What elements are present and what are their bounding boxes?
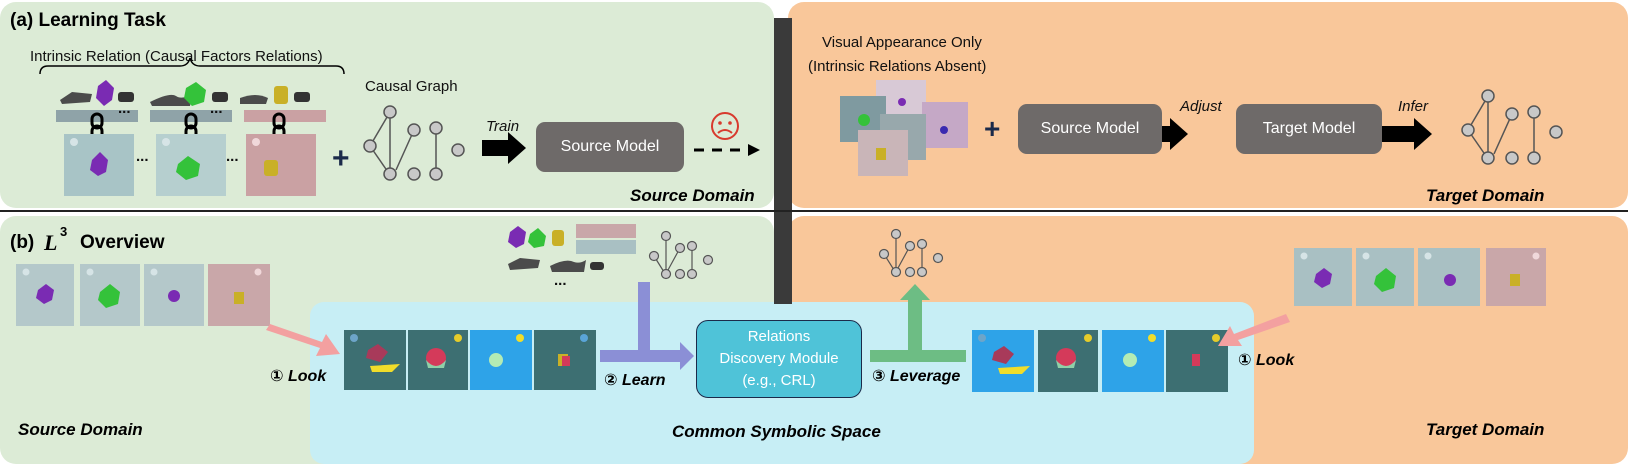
module-line2: Discovery Module — [719, 350, 839, 367]
plus-sign: + — [332, 142, 350, 175]
look-right-label: ① Look — [1238, 352, 1295, 369]
dots-4: ... — [226, 148, 239, 165]
target-model-box: Target Model — [1236, 104, 1382, 154]
look-left-label: ① Look — [270, 368, 327, 385]
learn-label: ② Learn — [604, 372, 666, 389]
overview-title-L: L — [44, 230, 58, 255]
overview-title-sup: 3 — [60, 224, 68, 239]
horizontal-divider — [0, 210, 1628, 212]
source-domain-bottom-label: Source Domain — [18, 420, 143, 439]
train-label: Train — [486, 118, 520, 135]
dots-3: ... — [136, 148, 149, 165]
visual-appearance-line2: (Intrinsic Relations Absent) — [808, 58, 987, 75]
source-model-box: Source Model — [536, 122, 684, 172]
dots-1: ... — [118, 100, 131, 117]
visual-appearance-line1: Visual Appearance Only — [822, 34, 982, 51]
small-dots: ... — [554, 272, 567, 289]
infer-label: Infer — [1398, 98, 1429, 115]
causal-graph-label: Causal Graph — [365, 78, 458, 95]
sad-face-icon — [711, 112, 739, 140]
source-domain-top-label: Source Domain — [630, 186, 755, 205]
overview-title-suffix: Overview — [80, 232, 165, 253]
intrinsic-relation-label: Intrinsic Relation (Causal Factors Relat… — [30, 48, 323, 65]
plus-sign-2: + — [984, 113, 1000, 144]
dots-2: ... — [210, 100, 223, 117]
center-divider — [774, 18, 792, 304]
overview-title-prefix: (b) — [10, 232, 35, 253]
learning-task-title: (a) Learning Task — [10, 10, 166, 31]
adjust-label: Adjust — [1180, 98, 1222, 115]
top-right-illustration: + — [840, 80, 1563, 176]
relations-discovery-module: Relations Discovery Module (e.g., CRL) — [696, 320, 862, 398]
source-model-box-right: Source Model — [1018, 104, 1162, 154]
target-domain-bottom-label: Target Domain — [1426, 420, 1545, 439]
leverage-label: ③ Leverage — [872, 368, 961, 385]
common-symbolic-space-label: Common Symbolic Space — [672, 422, 881, 441]
module-line1: Relations — [747, 328, 811, 345]
module-line3: (e.g., CRL) — [742, 372, 816, 389]
top-left-illustration: + — [39, 57, 760, 196]
target-domain-top-label: Target Domain — [1426, 186, 1545, 205]
